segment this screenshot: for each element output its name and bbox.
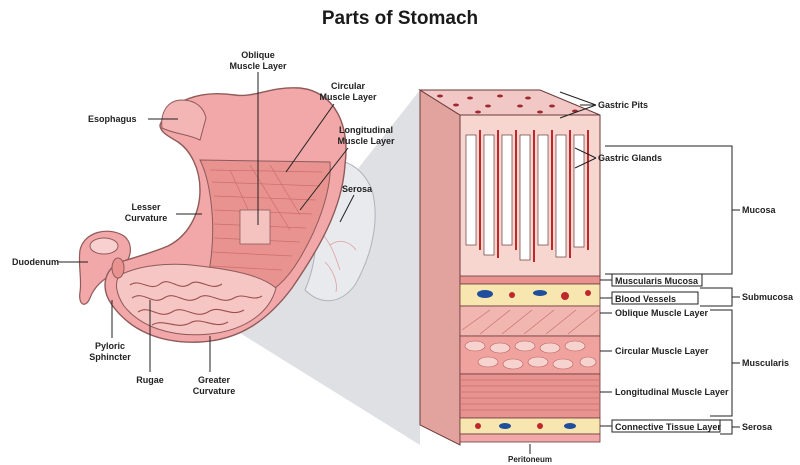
longitudinal-muscle-fibers xyxy=(460,379,600,411)
label-circular-muscle-2: Muscle Layer xyxy=(319,92,377,102)
label-muscularis: Muscularis xyxy=(742,358,789,368)
oblique-patch xyxy=(239,209,271,245)
esophagus-shape xyxy=(161,99,207,141)
label-lesser-curvature-2: Curvature xyxy=(125,213,168,223)
gland-capillaries xyxy=(479,130,589,262)
longitudinal-muscle-layer xyxy=(459,373,601,419)
tissue-block xyxy=(418,89,601,446)
muscularis-mucosa-layer xyxy=(459,275,601,285)
label-oblique-muscle-2: Muscle Layer xyxy=(229,61,287,71)
rugae-folds xyxy=(129,281,263,326)
label-longitudinal-muscle-layer: Longitudinal Muscle Layer xyxy=(615,387,729,397)
label-peritoneum: Peritoneum xyxy=(508,455,552,464)
label-longitudinal-muscle-1: Longitudinal xyxy=(339,125,393,135)
rugae-region xyxy=(116,263,277,336)
muscle-fibers xyxy=(205,164,323,285)
label-greater-curvature-2: Curvature xyxy=(193,386,236,396)
label-oblique-muscle-layer: Oblique Muscle Layer xyxy=(615,308,709,318)
page-title: Parts of Stomach xyxy=(322,8,478,29)
label-greater-curvature-1: Greater xyxy=(198,375,231,385)
label-longitudinal-muscle-2: Muscle Layer xyxy=(337,136,395,146)
label-duodenum: Duodenum xyxy=(12,257,59,267)
label-oblique-muscle-1: Oblique xyxy=(241,50,275,60)
leader-lines xyxy=(58,72,740,454)
circular-muscle-cells xyxy=(464,340,597,370)
label-serosa: Serosa xyxy=(342,184,373,194)
connective-vessels xyxy=(475,423,576,429)
label-muscularis-mucosa: Muscularis Mucosa xyxy=(615,276,699,286)
oblique-muscle-fibers xyxy=(461,309,599,335)
label-pyloric-sphincter-2: Sphincter xyxy=(89,352,131,362)
oblique-muscle-layer xyxy=(459,305,601,337)
stomach-illustration xyxy=(78,87,376,343)
label-serosa-right: Serosa xyxy=(742,422,773,432)
gastric-pit-dots xyxy=(437,94,578,114)
label-pyloric-sphincter-1: Pyloric xyxy=(95,341,125,351)
label-submucosa: Submucosa xyxy=(742,292,794,302)
label-lesser-curvature-1: Lesser xyxy=(131,202,161,212)
gastric-glands xyxy=(465,134,585,261)
label-blood-vessels: Blood Vessels xyxy=(615,294,676,304)
label-connective-tissue-layer: Connective Tissue Layer xyxy=(615,422,721,432)
label-gastric-glands: Gastric Glands xyxy=(598,153,662,163)
peritoneum-layer xyxy=(459,433,601,443)
label-rugae: Rugae xyxy=(136,375,164,385)
blood-vessels xyxy=(477,290,591,300)
label-gastric-pits: Gastric Pits xyxy=(598,100,648,110)
label-mucosa: Mucosa xyxy=(742,205,777,215)
label-esophagus: Esophagus xyxy=(88,114,137,124)
labels: Oblique Muscle Layer Circular Muscle Lay… xyxy=(12,50,794,464)
label-circular-muscle-1: Circular xyxy=(331,81,366,91)
label-circular-muscle-layer: Circular Muscle Layer xyxy=(615,346,709,356)
